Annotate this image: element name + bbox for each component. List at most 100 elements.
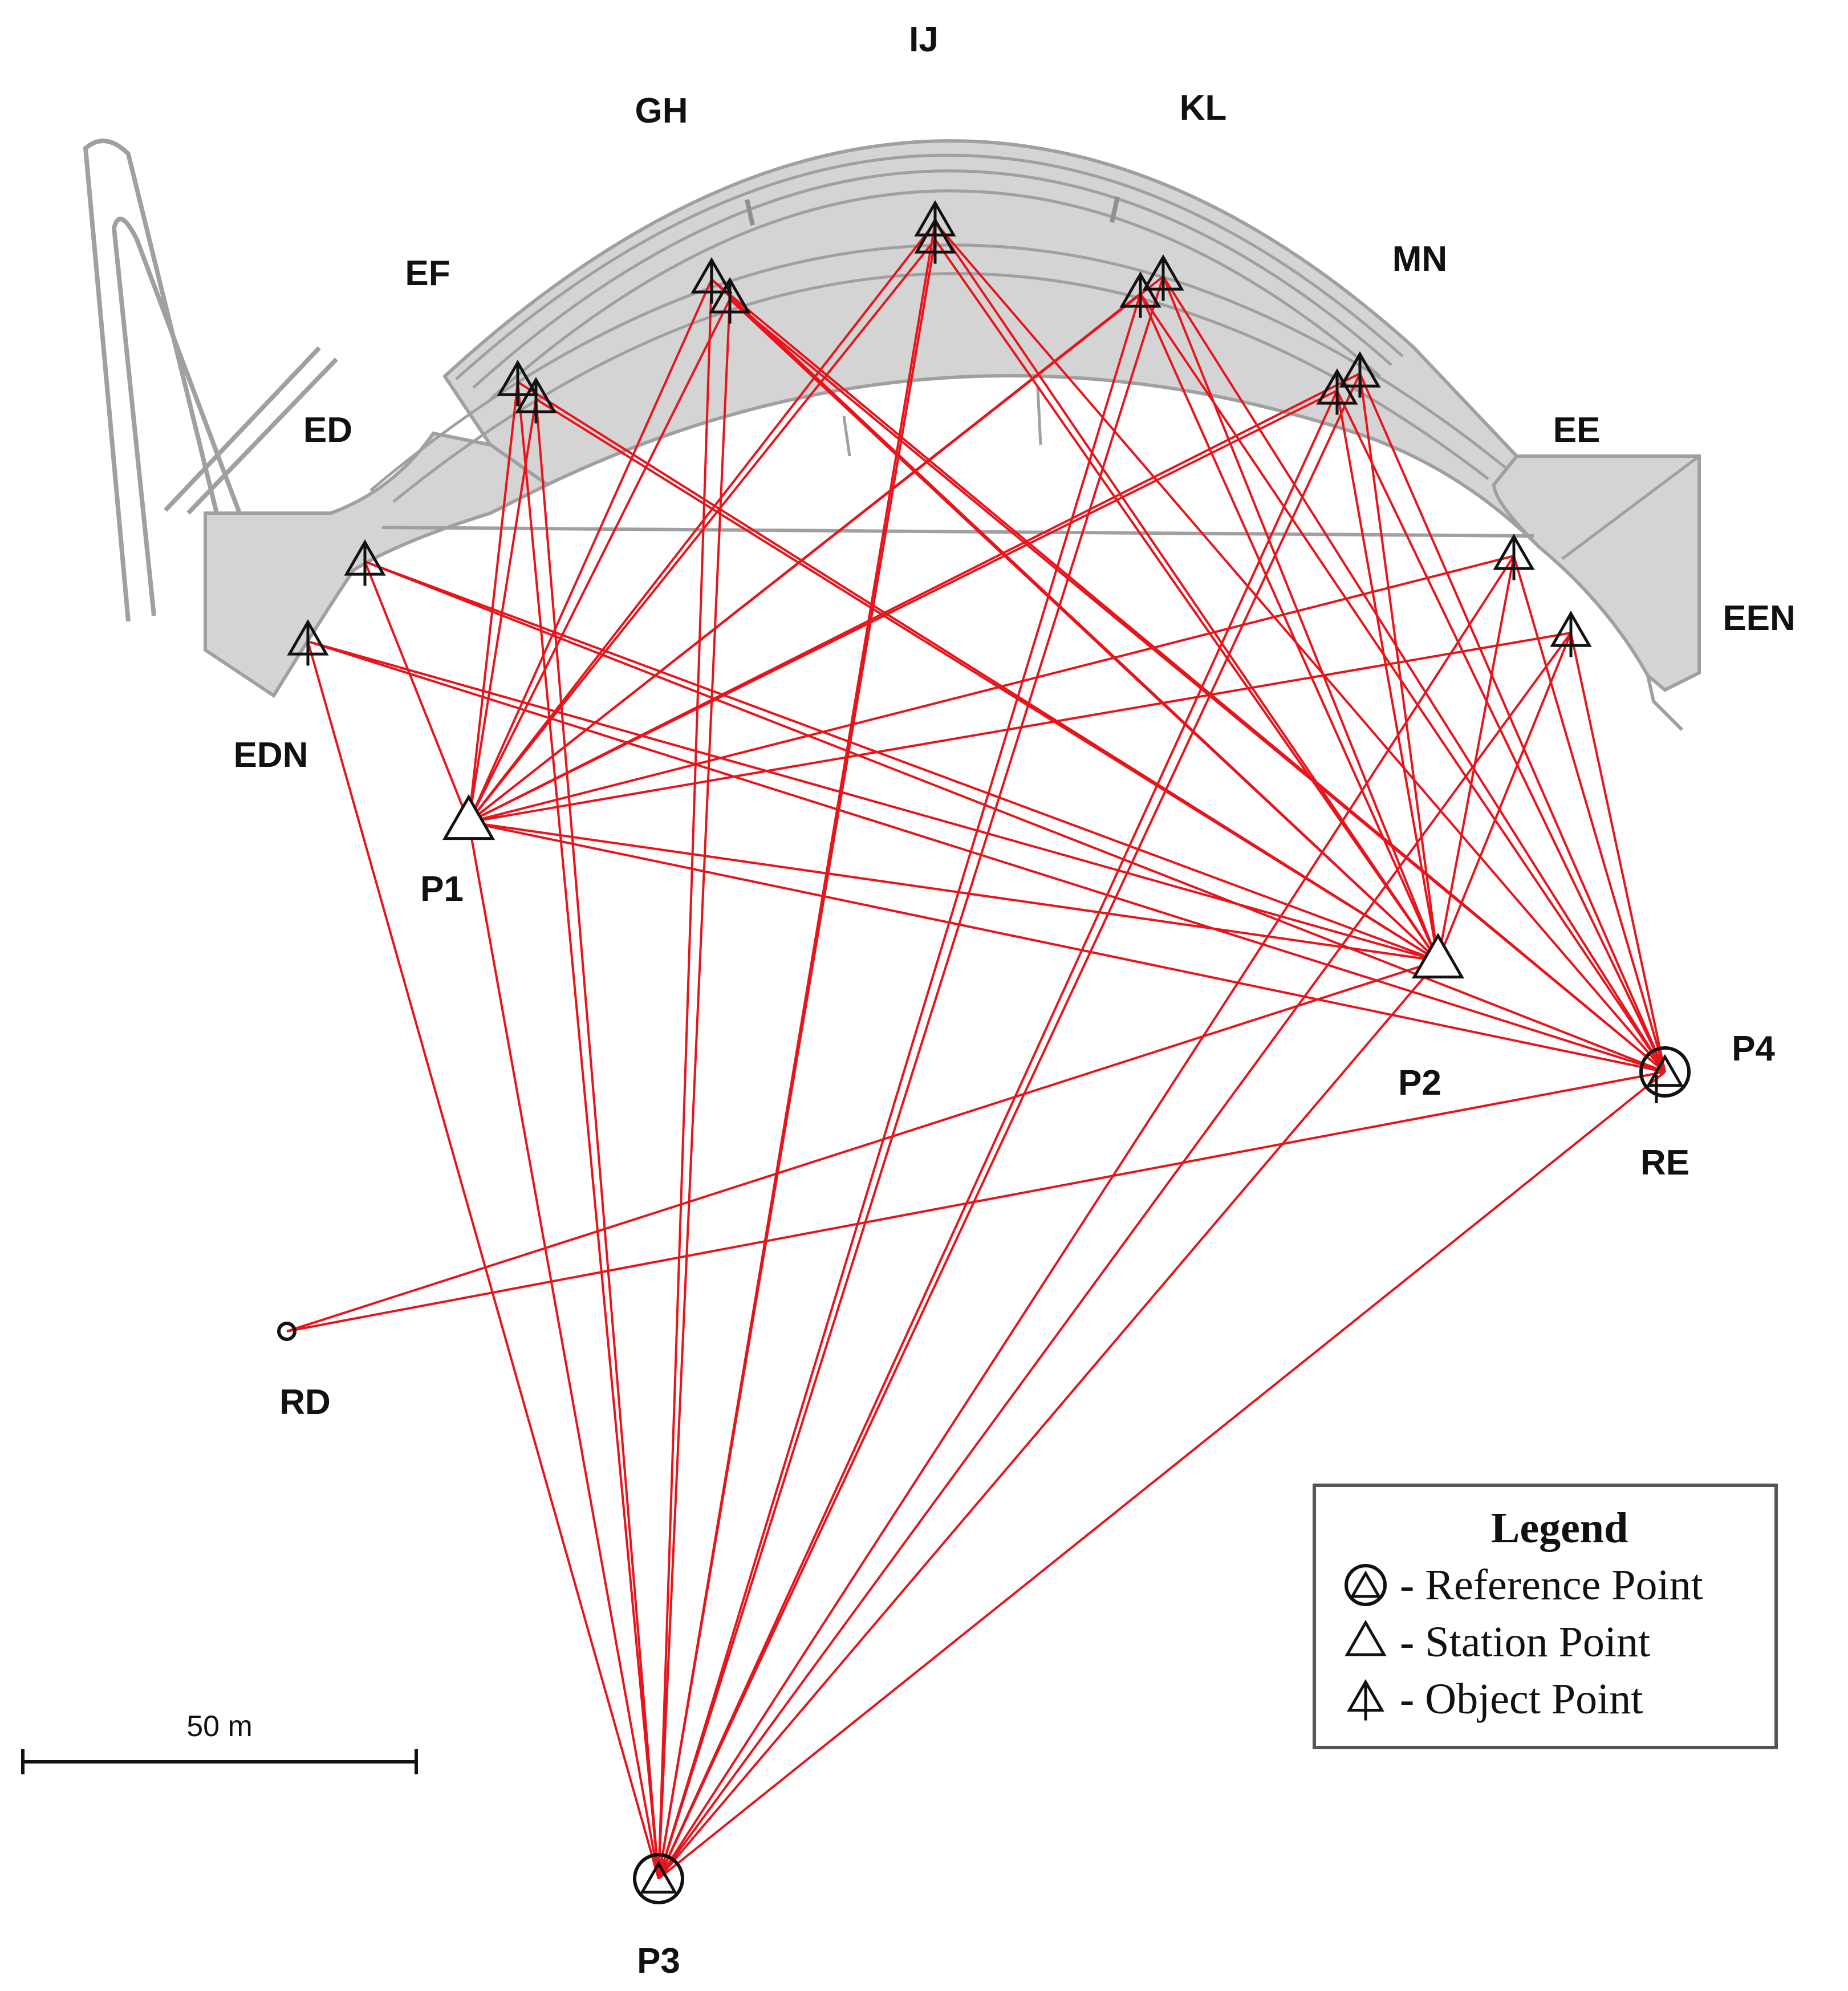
dam-joint-2 bbox=[1110, 196, 1120, 223]
sight-line-p3-gh1 bbox=[657, 279, 713, 1879]
label-ed: ED bbox=[303, 411, 352, 450]
reference-dot-point-icon bbox=[277, 1322, 297, 1341]
sight-line-p2-ed bbox=[364, 560, 1439, 962]
sight-line-p3-ee bbox=[657, 555, 1515, 1880]
station-point-icon bbox=[1411, 932, 1465, 979]
sight-line-p4-kl2 bbox=[1162, 275, 1666, 1073]
sight-line-p3-edn bbox=[307, 641, 660, 1879]
object-point-icon bbox=[914, 217, 956, 264]
object-point-icon bbox=[287, 619, 329, 666]
legend-box bbox=[1313, 1484, 1778, 1749]
dam-joint-1 bbox=[745, 199, 755, 226]
sight-line-p3-kl2 bbox=[657, 276, 1164, 1879]
label-gh: GH bbox=[635, 91, 688, 131]
sight-line-p3-ef1 bbox=[517, 381, 660, 1879]
sight-line-p3-kl1 bbox=[657, 293, 1142, 1879]
dam-face-line-3 bbox=[546, 374, 1358, 486]
sight-line-p1-ee bbox=[468, 555, 1514, 823]
label-edn: EDN bbox=[234, 736, 308, 775]
point-labels: IJ GH KL EF MN ED EE EEN EDN P1 P2 P4 RE… bbox=[234, 20, 1796, 1981]
sight-line-p1-p4 bbox=[468, 821, 1666, 1073]
sight-line-p2-ij2 bbox=[934, 238, 1439, 962]
sight-line-p3-een bbox=[657, 632, 1572, 1880]
label-re: RE bbox=[1640, 1143, 1689, 1183]
sight-line-p1-ij1 bbox=[468, 221, 936, 823]
legend-item-station-text: - Station Point bbox=[1400, 1618, 1650, 1666]
object-point-icon bbox=[497, 359, 539, 407]
label-een: EEN bbox=[1723, 599, 1795, 638]
dam-crest-line-1 bbox=[455, 153, 1404, 380]
object-point-icon bbox=[1142, 254, 1184, 301]
object-point-icon bbox=[691, 257, 733, 304]
dam-gallery-line bbox=[381, 526, 1534, 538]
sight-line-p2-mn1 bbox=[1336, 390, 1439, 961]
dam-crest-arch bbox=[442, 139, 1701, 692]
sight-line-p2-ef2 bbox=[535, 398, 1439, 962]
reference-point-icon bbox=[633, 1853, 684, 1904]
label-p3: P3 bbox=[637, 1941, 680, 1981]
label-p2: P2 bbox=[1398, 1063, 1441, 1103]
sight-line-p3-gh2 bbox=[657, 299, 731, 1879]
sight-line-p4-kl1 bbox=[1139, 292, 1666, 1073]
sight-line-p2-ij1 bbox=[934, 221, 1439, 962]
station-point-icon bbox=[442, 794, 495, 840]
sight-lines bbox=[286, 221, 1666, 1880]
label-kl: KL bbox=[1180, 88, 1227, 128]
sight-line-p1-kl2 bbox=[468, 275, 1164, 823]
dam-pier-1 bbox=[842, 416, 851, 457]
scale-bar: 50 m bbox=[21, 1710, 418, 1774]
label-mn: MN bbox=[1392, 239, 1447, 279]
scale-bar-label: 50 m bbox=[186, 1710, 253, 1743]
label-ee: EE bbox=[1553, 411, 1601, 450]
dam-face-line-2 bbox=[392, 272, 1489, 503]
object-point-icon bbox=[1493, 533, 1535, 580]
sight-line-p4-gh2 bbox=[729, 298, 1666, 1073]
dam-right-abutment bbox=[1492, 454, 1701, 692]
legend-item-station: - Station Point bbox=[1345, 1618, 1650, 1666]
label-ef: EF bbox=[405, 254, 450, 293]
object-point-icon bbox=[515, 376, 557, 424]
legend-title: Legend bbox=[1491, 1504, 1628, 1552]
sight-line-p1-gh1 bbox=[468, 279, 713, 823]
sight-line-p4-mn1 bbox=[1336, 390, 1666, 1072]
sight-line-p2-kl1 bbox=[1139, 293, 1439, 961]
sight-line-p3-ij2 bbox=[657, 239, 936, 1879]
label-p4: P4 bbox=[1732, 1029, 1775, 1068]
object-point-icon bbox=[709, 277, 751, 324]
legend-item-object: - Object Point bbox=[1347, 1675, 1643, 1723]
point-symbols bbox=[277, 200, 1691, 1904]
reference-point-icon bbox=[1639, 1046, 1691, 1098]
object-point-icon bbox=[1347, 1679, 1384, 1721]
sight-line-p2-gh2 bbox=[729, 298, 1439, 962]
label-rd: RD bbox=[279, 1383, 331, 1422]
legend: Legend - Reference Point - Station Point… bbox=[1313, 1484, 1778, 1749]
sight-line-p4-ee bbox=[1513, 555, 1666, 1072]
reference-point-icon bbox=[1345, 1564, 1387, 1606]
legend-item-object-text: - Object Point bbox=[1400, 1675, 1643, 1723]
sight-line-p1-p3 bbox=[468, 822, 660, 1879]
station-point-icon bbox=[1345, 1619, 1387, 1656]
left-road-2 bbox=[186, 357, 338, 515]
sight-line-p3-mn1 bbox=[657, 390, 1338, 1879]
sight-line-p3-mn2 bbox=[657, 373, 1361, 1879]
label-p1: P1 bbox=[420, 869, 464, 909]
dam-pier-2 bbox=[1036, 387, 1042, 445]
legend-item-reference: - Reference Point bbox=[1345, 1561, 1703, 1609]
object-point-icon bbox=[344, 539, 386, 586]
left-spillway-channel bbox=[83, 139, 242, 622]
dam-structure bbox=[83, 139, 1701, 732]
sight-line-p2-p3 bbox=[657, 960, 1439, 1880]
sight-line-p1-ef2 bbox=[468, 399, 537, 823]
sight-line-p4-een bbox=[1570, 632, 1666, 1072]
legend-item-reference-text: - Reference Point bbox=[1400, 1561, 1703, 1609]
sight-line-p1-een bbox=[468, 632, 1571, 823]
sight-line-p4-mn2 bbox=[1359, 373, 1666, 1072]
sight-line-p4-rd bbox=[286, 1071, 1666, 1332]
sight-line-p4-edn bbox=[307, 640, 1666, 1073]
dam-right-wall bbox=[1561, 455, 1700, 560]
sight-line-p1-mn2 bbox=[468, 372, 1360, 823]
sight-line-p4-ij1 bbox=[934, 221, 1666, 1073]
dam-crest-line-3 bbox=[489, 189, 1381, 400]
dam-left-abutment bbox=[204, 431, 551, 698]
